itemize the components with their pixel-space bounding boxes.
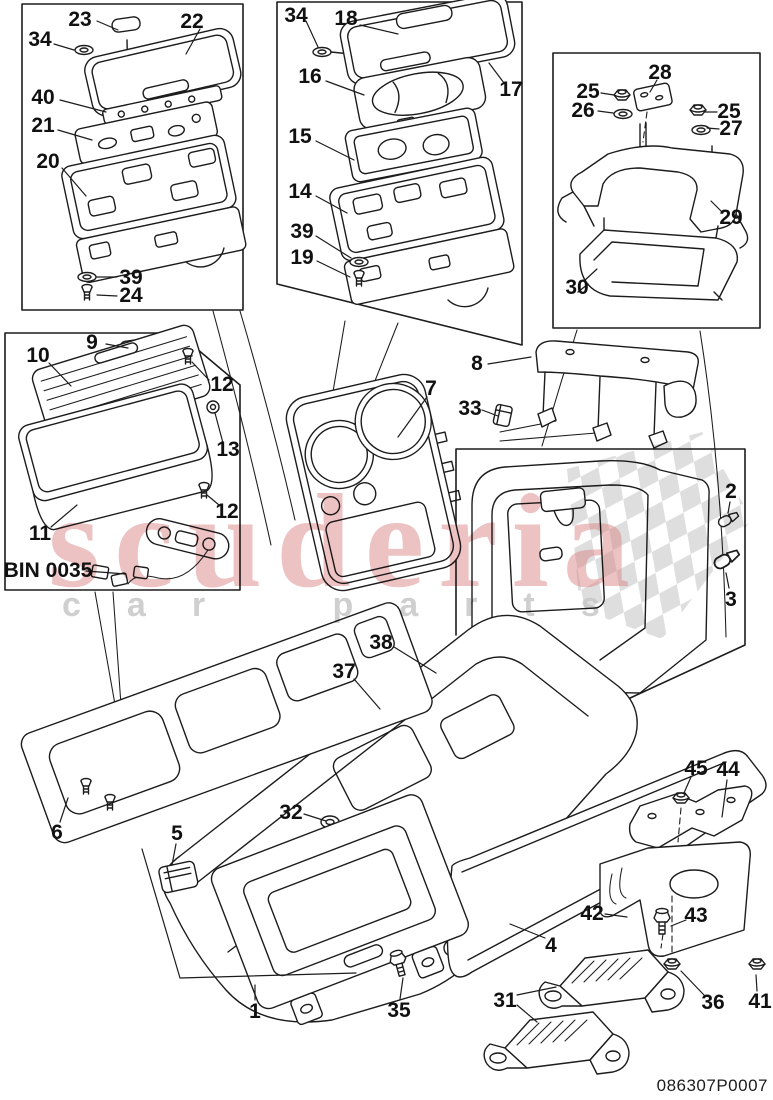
assembly-front-storage bbox=[61, 16, 247, 301]
wiring-connectors bbox=[90, 564, 150, 587]
bracket-31b bbox=[483, 1011, 630, 1075]
box-cupholder bbox=[276, 1, 523, 346]
drawing-code: 086307P0007 bbox=[656, 1076, 768, 1095]
box-front-storage bbox=[21, 3, 244, 311]
switch-pack bbox=[145, 518, 230, 560]
radio-surround-panel bbox=[285, 373, 462, 592]
nut-36 bbox=[663, 958, 681, 970]
bulb-3 bbox=[711, 546, 742, 572]
bracket-8 bbox=[535, 340, 699, 449]
bracket-31a bbox=[538, 949, 685, 1013]
wiring-harness bbox=[127, 549, 209, 585]
trim-plate bbox=[20, 602, 433, 844]
nut-41 bbox=[748, 958, 766, 970]
assembly-armrest bbox=[17, 324, 230, 587]
bracket-42 bbox=[599, 841, 751, 957]
clip-33 bbox=[492, 403, 513, 428]
assembly-cupholder bbox=[312, 0, 516, 308]
box-armrest bbox=[4, 332, 241, 591]
clip-5 bbox=[158, 860, 199, 894]
section-boxes bbox=[4, 1, 761, 700]
box-brackets bbox=[552, 52, 761, 329]
bracket-44 bbox=[628, 785, 753, 849]
alignment-dashes bbox=[642, 111, 682, 953]
nut-45 bbox=[672, 792, 690, 804]
assembly-brackets bbox=[557, 82, 749, 301]
